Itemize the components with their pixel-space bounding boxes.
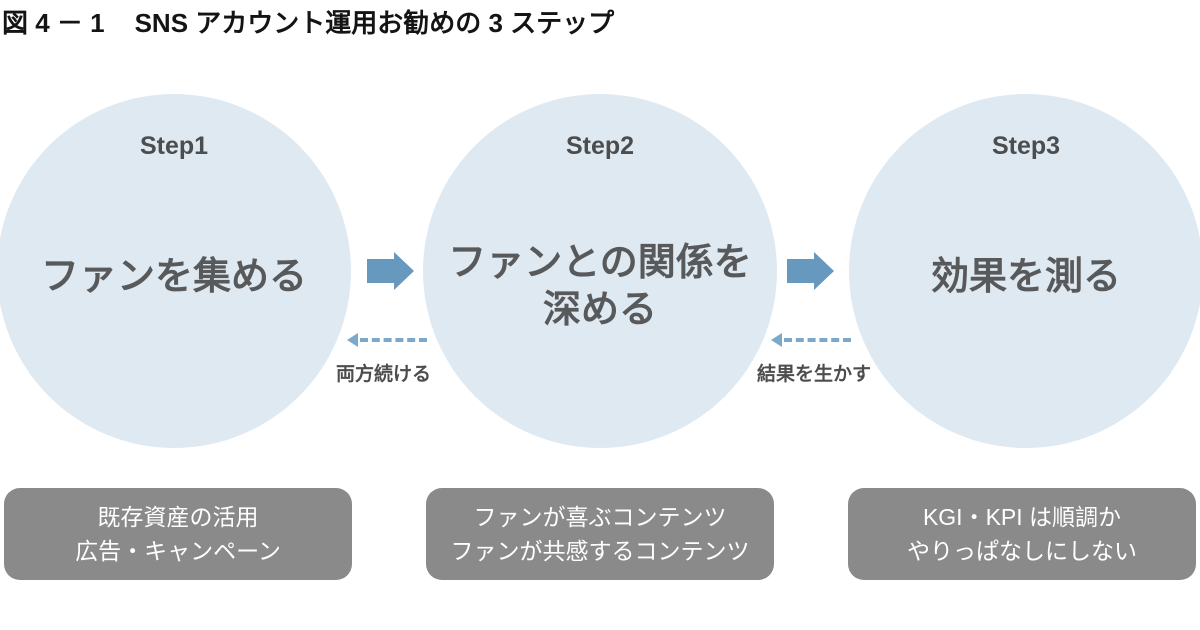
step3-title-line1: 効果を測る xyxy=(930,256,1121,298)
forward-arrow-head xyxy=(814,252,834,290)
step2-circle: Step2 ファンとの関係を 深める xyxy=(423,94,777,448)
dotted-arrow-line xyxy=(360,338,427,342)
figure-number: 図 4 － 1 xyxy=(2,8,105,38)
page-title: 図 4 － 1 SNS アカウント運用お勧めの 3 ステップ xyxy=(2,3,614,40)
step2-title: ファンとの関係を 深める xyxy=(423,240,777,334)
forward-arrow-shaft xyxy=(367,259,394,283)
forward-arrow-head xyxy=(394,252,414,290)
forward-arrow-icon xyxy=(787,252,834,290)
step1-label: Step1 xyxy=(139,132,209,160)
step3-circle: Step3 効果を測る xyxy=(849,94,1200,448)
step2-note-line1: ファンが喜ぶコンテンツ xyxy=(473,504,727,530)
forward-arrow-shaft xyxy=(787,259,814,283)
step1-title: ファンを集める xyxy=(0,254,351,301)
step3-note-line1: KGI・KPI は順調か xyxy=(922,504,1122,530)
step1-circle: Step1 ファンを集める xyxy=(0,94,351,448)
dotted-back-arrow-icon xyxy=(347,333,427,347)
dotted-arrow-line xyxy=(784,338,851,342)
step2-title-line1: ファンとの関係を xyxy=(448,242,752,284)
step3-note-line2: やりっぱなしにしない xyxy=(907,538,1137,564)
figure-title-text: SNS アカウント運用お勧めの 3 ステップ xyxy=(134,8,615,38)
step1-title-line1: ファンを集める xyxy=(40,256,307,298)
forward-arrow-icon xyxy=(367,252,414,290)
step2-note-line2: ファンが共感するコンテンツ xyxy=(450,538,750,564)
back-label-1: 両方続ける xyxy=(336,364,432,385)
step2-note-box: ファンが喜ぶコンテンツ ファンが共感するコンテンツ xyxy=(426,488,774,580)
step1-note-box: 既存資産の活用 広告・キャンペーン xyxy=(4,488,352,580)
step3-label: Step3 xyxy=(991,132,1061,160)
step2-label: Step2 xyxy=(565,132,635,160)
dotted-arrow-head xyxy=(347,333,358,347)
step1-note-line2: 広告・キャンペーン xyxy=(75,538,281,564)
step1-note-line1: 既存資産の活用 xyxy=(97,504,259,530)
step3-title: 効果を測る xyxy=(849,254,1200,301)
back-label-2: 結果を生かす xyxy=(757,364,872,385)
step3-note-box: KGI・KPI は順調か やりっぱなしにしない xyxy=(848,488,1196,580)
dotted-arrow-head xyxy=(771,333,782,347)
dotted-back-arrow-icon xyxy=(771,333,851,347)
step2-title-line2: 深める xyxy=(542,289,657,331)
